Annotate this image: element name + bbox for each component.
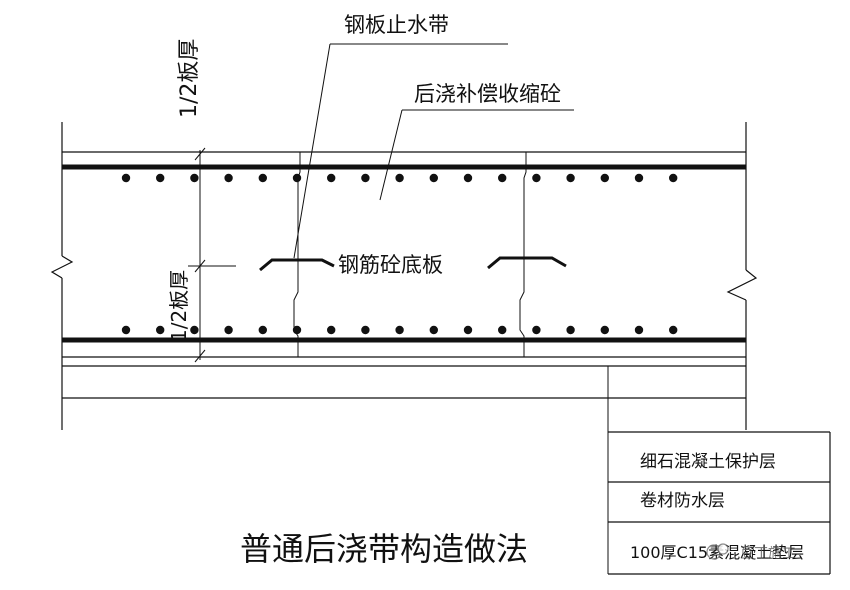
top-distribution-bar: [634, 173, 644, 183]
top-distribution-bar: [156, 173, 165, 183]
half-thickness-lower-label: 1/2板厚: [167, 270, 191, 342]
bottom-distribution-bar: [600, 325, 609, 335]
top-distribution-bar: [429, 173, 438, 183]
bottom-distribution-bar: [634, 325, 644, 335]
bottom-distribution-bar: [156, 325, 165, 335]
top-distribution-bar: [190, 173, 199, 183]
main-rebar: [62, 164, 746, 343]
watermark-text: 豆丁施工: [740, 546, 796, 562]
base-slab-label: 钢筋砼底板: [338, 253, 443, 277]
layer-protective-screed: 细石混凝土保护层: [640, 452, 776, 472]
layer-lean-concrete-bed: 100厚C15素混凝土垫层: [630, 543, 804, 562]
watermark: 豆丁施工: [706, 543, 796, 562]
top-distribution-bar: [361, 173, 370, 183]
bottom-distribution-bar: [429, 325, 438, 335]
top-distribution-bar: [292, 173, 302, 183]
top-distribution-bar: [258, 173, 267, 183]
bottom-distribution-bar: [566, 325, 575, 335]
layer-membrane-waterproofing: 卷材防水层: [640, 491, 725, 511]
half-thickness-upper-label: 1/2板厚: [177, 39, 202, 118]
drawing-title: 普通后浇带构造做法: [240, 530, 528, 568]
steel-waterstops: [259, 256, 567, 272]
bottom-distribution-bar: [190, 325, 199, 335]
layer-table: [608, 431, 831, 575]
top-distribution-bar: [327, 173, 336, 183]
right-waterstop: [487, 256, 567, 270]
top-distribution-bar: [532, 173, 541, 183]
top-distribution-bar: [669, 173, 678, 183]
top-distribution-bar: [395, 173, 404, 183]
bottom-distribution-bar: [361, 325, 370, 335]
top-distribution-bar: [224, 173, 233, 183]
bottom-distribution-bar: [327, 325, 336, 335]
right-construction-joint: [519, 152, 527, 357]
bottom-distribution-bar: [224, 325, 233, 335]
thickness-dimension: [188, 147, 236, 363]
top-distribution-bar: [566, 173, 575, 183]
left-waterstop: [259, 258, 335, 272]
construction-joints: [293, 152, 527, 357]
top-distribution-bar: [498, 173, 507, 183]
top-distribution-bar: [600, 173, 609, 183]
bottom-distribution-bar: [498, 325, 507, 335]
top-distribution-bar: [463, 173, 473, 183]
slab-outline: [50, 122, 758, 430]
bottom-distribution-bar: [395, 325, 404, 335]
left-construction-joint: [293, 152, 301, 357]
leader-lines: [293, 43, 609, 574]
bottom-distribution-bar: [532, 325, 541, 335]
steel-waterstop-label: 钢板止水带: [344, 13, 449, 37]
bottom-distribution-bar: [669, 325, 678, 335]
post-pour-concrete-label: 后浇补偿收缩砼: [414, 82, 561, 106]
top-distribution-bar: [121, 173, 131, 183]
bottom-distribution-bar: [463, 325, 473, 335]
bottom-distribution-bar: [121, 325, 131, 335]
bottom-distribution-bar: [258, 325, 267, 335]
bottom-distribution-bars: [121, 325, 678, 335]
top-distribution-bars: [121, 173, 678, 183]
